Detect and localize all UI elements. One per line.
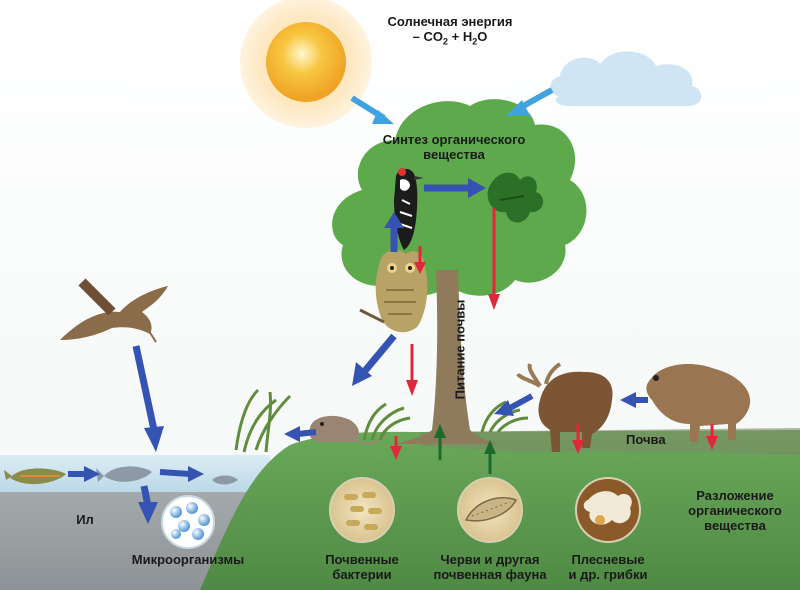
woodpecker-icon: [394, 168, 424, 250]
bird-down-arrow: [132, 345, 164, 452]
small-fish-icon: [212, 475, 238, 485]
tree-trunk: [395, 270, 500, 444]
worms-line-1: Черви и другая: [440, 552, 540, 567]
rat-icon: [309, 415, 387, 445]
soil-bacteria-circle: [329, 477, 395, 543]
soil-bacteria-line-2: бактерии: [332, 567, 392, 582]
owl-icon: [359, 249, 428, 333]
formula-sub-2b: 2: [472, 36, 478, 47]
soil-surface: [420, 428, 800, 455]
synthesis-line-1: Синтез органического: [382, 132, 526, 147]
bear-decay-arrow: [706, 424, 718, 450]
bear-to-moose-arrow: [620, 392, 648, 408]
sun-icon: [240, 0, 372, 128]
bird-icon: [60, 278, 168, 343]
decomposition-label: Разложение органического вещества: [680, 488, 790, 533]
pike-to-fish-arrow: [68, 466, 100, 482]
molds-label: Плесневые и др. грибки: [560, 552, 656, 582]
leaf-decay-arrow: [488, 208, 500, 310]
soil-label: Почва: [626, 432, 666, 447]
decomposition-line-3: вещества: [704, 518, 766, 533]
synthesis-label: Синтез органического вещества: [366, 132, 542, 162]
decomposition-line-1: Разложение: [696, 488, 774, 503]
decomposition-line-2: органического: [688, 503, 782, 518]
worms-circle: [457, 477, 523, 543]
soil-bacteria-line-1: Почвенные: [325, 552, 399, 567]
microorganisms-circle: [161, 495, 215, 549]
cloud-arrow: [506, 87, 554, 116]
formula-part-co: – CO: [412, 29, 443, 44]
solar-energy-label: Солнечная энергия – CO2 + H2O: [360, 14, 540, 50]
nutrition-up-arrow-right: [484, 440, 496, 474]
formula-sub-2a: 2: [442, 36, 448, 47]
silt-label: Ил: [76, 512, 94, 527]
leaf-icon: [487, 172, 544, 223]
soil-nutrition-label: Питание почвы: [452, 299, 468, 400]
owl-decay-arrow: [406, 344, 418, 396]
pike-fish-icon: [4, 468, 66, 485]
sunlight-arrow: [350, 95, 394, 124]
owl-to-rat-arrow: [352, 333, 397, 386]
co2-h2o-formula: – CO2 + H2O: [360, 29, 540, 50]
formula-part-h: + H: [448, 29, 473, 44]
rat-decay-arrow: [390, 436, 402, 460]
synthesis-line-2: вещества: [423, 147, 485, 162]
grass-to-rat-arrow: [284, 426, 317, 442]
formula-part-o: O: [477, 29, 488, 44]
cloud-icon: [550, 51, 702, 106]
soil-bacteria-label: Почвенные бактерии: [316, 552, 408, 582]
molds-line-2: и др. грибки: [568, 567, 648, 582]
fish-to-microorganisms-arrow: [138, 485, 158, 524]
solar-energy-title: Солнечная энергия: [387, 14, 513, 29]
woodpecker-to-leaf-arrow: [424, 178, 486, 198]
worms-label: Черви и другая почвенная фауна: [420, 552, 560, 582]
molds-line-1: Плесневые: [571, 552, 645, 567]
molds-circle: [575, 477, 641, 543]
worms-line-2: почвенная фауна: [433, 567, 547, 582]
grass-icon: [234, 388, 529, 453]
woodpecker-decay-arrow: [414, 246, 426, 274]
moose-decay-arrow: [572, 424, 584, 454]
fish-icon: [96, 466, 152, 482]
bear-icon: [646, 364, 751, 442]
nutrition-up-arrow-left: [434, 424, 446, 460]
fish-to-small-fish-arrow: [159, 466, 204, 482]
microorganisms-label: Микроорганизмы: [131, 552, 245, 567]
moose-to-grass-arrow: [494, 393, 534, 416]
moose-icon: [516, 362, 613, 452]
owl-to-woodpecker-arrow: [384, 212, 404, 252]
